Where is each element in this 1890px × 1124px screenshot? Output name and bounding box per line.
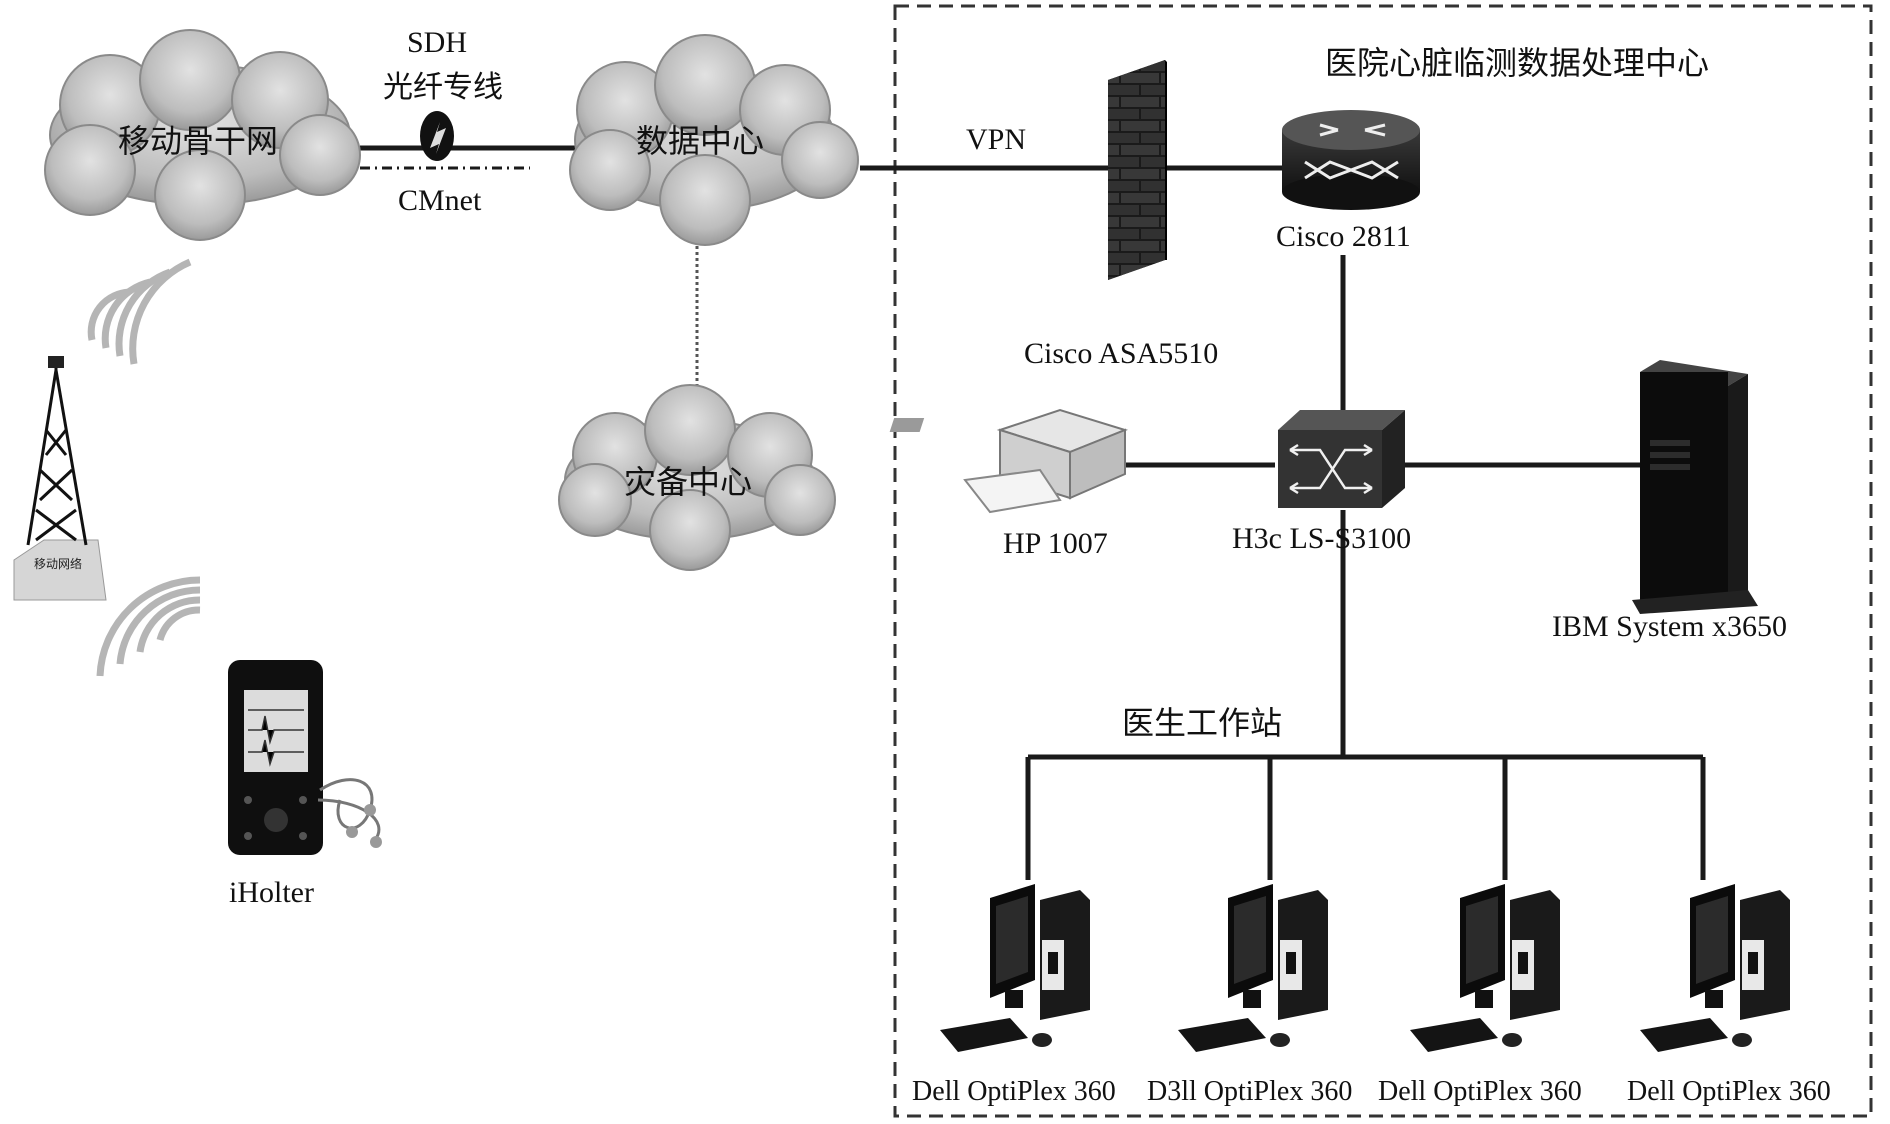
cloud-label-disaster-center: 灾备中心 bbox=[624, 463, 753, 501]
cloud-label-mobile-backbone: 移动骨干网 bbox=[118, 122, 279, 160]
workstation-computer-icon bbox=[1410, 884, 1560, 1052]
printer-icon bbox=[889, 408, 1129, 514]
sdh-label: SDH bbox=[407, 26, 468, 59]
workstation-group-label: 医生工作站 bbox=[1122, 704, 1283, 742]
sdh-fiber-label: 光纤专线 bbox=[383, 70, 503, 105]
wireless-waves-icon-top bbox=[87, 258, 192, 365]
hospital-title: 医院心脏临测数据处理中心 bbox=[1325, 44, 1710, 82]
switch-label: H3c LS-S3100 bbox=[1232, 522, 1412, 555]
cell-tower-icon: 移动网络 bbox=[13, 356, 107, 601]
sdh-connector-icon bbox=[420, 111, 454, 161]
workstation-computer-icon bbox=[1178, 884, 1328, 1052]
workstation-label-3: Dell OptiPlex 360 bbox=[1378, 1076, 1582, 1107]
connection-lines bbox=[360, 145, 1706, 880]
cloud-data-center bbox=[569, 34, 859, 246]
switch-icon bbox=[1278, 410, 1405, 508]
cmnet-label: CMnet bbox=[398, 184, 482, 217]
hospital-boundary bbox=[893, 4, 1873, 1118]
workstation-label-4: Dell OptiPlex 360 bbox=[1627, 1076, 1831, 1107]
cloud-label-data-center: 数据中心 bbox=[636, 122, 765, 160]
holter-device-icon bbox=[228, 660, 382, 855]
cloud-disaster-center bbox=[558, 384, 836, 571]
router-icon bbox=[1282, 110, 1420, 210]
workstation-computer-icon bbox=[940, 884, 1090, 1052]
printer-label: HP 1007 bbox=[1003, 527, 1108, 560]
vpn-label: VPN bbox=[966, 123, 1027, 156]
firewall-icon bbox=[1108, 60, 1167, 280]
router-label: Cisco 2811 bbox=[1276, 220, 1411, 253]
firewall-label: Cisco ASA5510 bbox=[1024, 337, 1219, 370]
tower-sign-text: 移动网络 bbox=[34, 556, 82, 571]
wireless-waves-icon-bottom bbox=[96, 576, 201, 677]
server-label: IBM System x3650 bbox=[1552, 610, 1788, 643]
holter-label: iHolter bbox=[229, 876, 314, 909]
workstation-label-1: Dell OptiPlex 360 bbox=[912, 1076, 1116, 1107]
cloud-mobile-backbone bbox=[44, 29, 361, 241]
workstation-label-2: D3ll OptiPlex 360 bbox=[1147, 1076, 1353, 1107]
workstation-computer-icon bbox=[1640, 884, 1790, 1052]
server-icon bbox=[1632, 360, 1758, 614]
workstation-group bbox=[940, 884, 1790, 1052]
